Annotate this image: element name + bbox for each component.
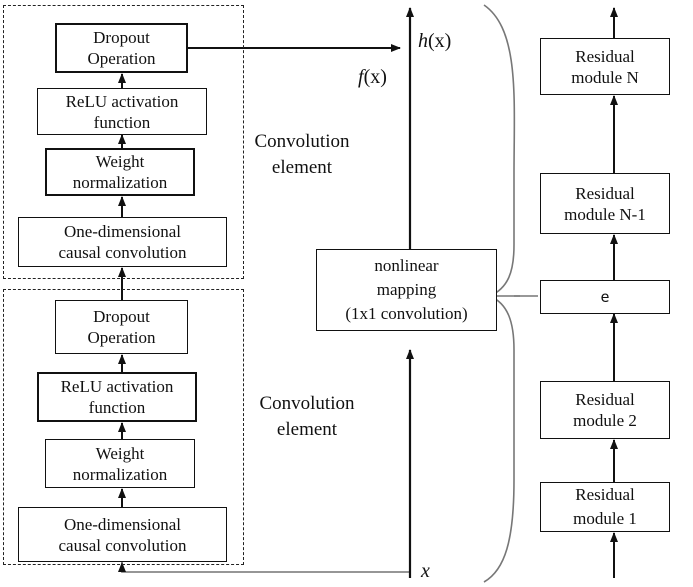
upper-weight-normalization-box: Weight normalization <box>45 148 195 196</box>
h-x-label: h(x) <box>418 30 452 52</box>
upper-causal-convolution-box: One-dimensional causal convolution <box>18 217 227 267</box>
lower-causal-convolution-box: One-dimensional causal convolution <box>18 507 227 562</box>
lower-weight-normalization-box: Weight normalization <box>45 439 195 488</box>
residual-module-n-box: Residual module N <box>540 38 670 95</box>
lower-dropout-box: Dropout Operation <box>55 300 188 354</box>
f-x-label: f(x) <box>358 66 387 88</box>
residual-module-1-box: Residual module 1 <box>540 482 670 532</box>
lower-convolution-element-frame <box>3 289 244 565</box>
upper-dropout-box: Dropout Operation <box>55 23 188 73</box>
nonlinear-mapping-box: nonlinear mapping (1x1 convolution) <box>316 249 497 331</box>
residual-module-2-box: Residual module 2 <box>540 381 670 439</box>
upper-convolution-element-frame <box>3 5 244 279</box>
lower-relu-box: ReLU activation function <box>37 372 197 422</box>
residual-module-n-minus-1-box: Residual module N-1 <box>540 173 670 234</box>
upper-element-label: Convolution element <box>254 131 350 178</box>
lower-element-label: Convolution element <box>259 393 355 440</box>
brace-connector <box>483 4 520 583</box>
x-input-label: x <box>421 560 430 582</box>
upper-relu-box: ReLU activation function <box>37 88 207 135</box>
residual-sum-box: e <box>540 280 670 314</box>
